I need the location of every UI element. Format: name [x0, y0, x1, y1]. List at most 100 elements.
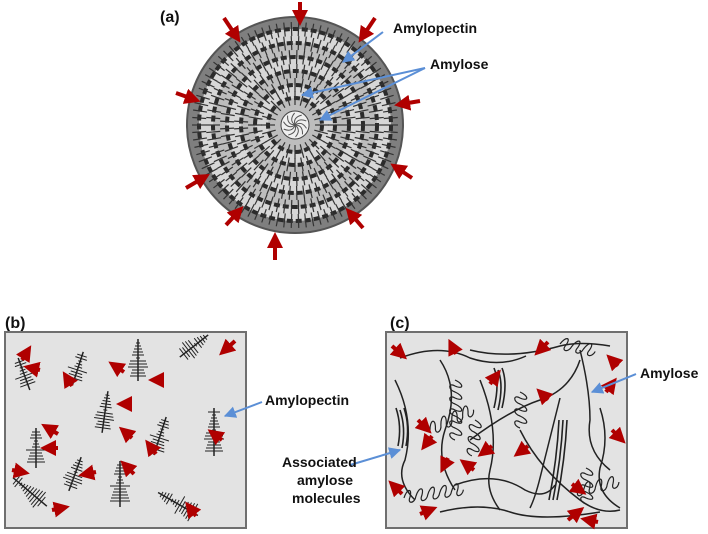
radial-cluster [253, 79, 264, 91]
radial-cluster [198, 156, 213, 163]
amylose-bundle-strand [501, 367, 506, 409]
red-arrow [51, 501, 70, 518]
radial-cluster [243, 91, 256, 100]
amylose-helix [429, 405, 475, 433]
red-arrow [419, 505, 438, 521]
amylose-chain [519, 429, 621, 512]
radial-cluster [302, 50, 306, 65]
radial-cluster [325, 135, 340, 142]
amylose-helix [466, 419, 482, 457]
hilum-chain [294, 114, 302, 126]
radial-cluster [259, 163, 269, 176]
radial-cluster [266, 181, 273, 195]
associated-pointer [349, 447, 402, 466]
radial-cluster [254, 45, 262, 59]
radial-cluster [290, 36, 293, 51]
callout-amylose-a: Amylose [430, 56, 489, 72]
radial-cluster [360, 81, 373, 89]
radial-cluster [280, 65, 286, 80]
radial-cluster [220, 133, 235, 138]
radial-cluster [262, 115, 276, 121]
radial-cluster [246, 171, 257, 183]
radial-cluster [246, 67, 257, 79]
amylose-bundle-strand [552, 419, 564, 501]
radial-cluster [227, 151, 241, 160]
red-arrow [566, 507, 585, 524]
radial-cluster [261, 42, 268, 56]
amylose-helix [449, 379, 463, 441]
red-arrow [421, 432, 438, 451]
amylopectin-pointer [342, 31, 384, 63]
amylose-pointer-2 [318, 67, 426, 121]
radial-cluster [217, 81, 230, 89]
radial-cluster [335, 94, 349, 103]
radial-cluster [314, 182, 321, 197]
radial-cluster [241, 184, 251, 197]
radial-cluster [273, 67, 280, 82]
hilum-chain [294, 119, 307, 126]
radial-cluster [222, 139, 237, 145]
radial-cluster [275, 212, 280, 227]
radial-cluster [225, 68, 238, 79]
radial-cluster [332, 88, 345, 98]
radial-cluster [220, 166, 234, 176]
radial-cluster [273, 183, 279, 198]
radial-cluster [248, 116, 263, 120]
radial-cluster [297, 199, 300, 214]
radial-cluster [266, 55, 273, 69]
radial-cluster [351, 193, 362, 205]
radial-cluster [354, 136, 369, 141]
radial-cluster [259, 178, 267, 192]
radial-cluster [350, 94, 364, 102]
radial-cluster [231, 84, 244, 93]
radial-cluster [235, 133, 249, 138]
red-arrow [390, 163, 414, 180]
radial-cluster [264, 88, 275, 101]
callout-associated-line2: amylose [297, 472, 353, 488]
radial-cluster [240, 36, 250, 50]
red-arrow [568, 478, 587, 495]
radial-cluster [352, 142, 367, 149]
radial-cluster [335, 169, 347, 181]
radial-cluster [241, 53, 251, 66]
radial-cluster [235, 77, 248, 88]
amylose-helix [403, 483, 465, 503]
radial-cluster [288, 185, 291, 200]
radial-cluster [288, 171, 292, 186]
radial-cluster [335, 69, 347, 81]
amylose-bundle-strand [395, 407, 401, 447]
radial-cluster [365, 178, 377, 189]
radial-cluster [206, 116, 221, 120]
radial-cluster [347, 154, 361, 163]
red-arrow [15, 345, 32, 364]
radial-cluster [303, 199, 307, 214]
starch-granule [186, 16, 404, 234]
radial-cluster [316, 39, 322, 54]
hilum-chain [294, 124, 303, 135]
radial-cluster [355, 130, 370, 134]
radial-cluster [323, 100, 337, 110]
radial-cluster [224, 97, 239, 105]
radial-cluster [331, 64, 341, 77]
radial-cluster [208, 101, 223, 107]
radial-cluster [335, 33, 343, 47]
amylose-bundle-strand [403, 407, 409, 447]
radial-cluster [223, 188, 234, 200]
amylose-helix [559, 338, 596, 357]
radial-cluster [341, 130, 356, 134]
radial-cluster [248, 130, 263, 134]
callout-amylopectin-b: Amylopectin [265, 392, 349, 408]
granule-hilum [280, 110, 310, 140]
radial-cluster [308, 184, 313, 199]
radial-cluster [268, 39, 274, 54]
radial-cluster [286, 157, 290, 172]
radial-cluster [208, 143, 223, 149]
red-arrow [536, 388, 554, 406]
radial-cluster [335, 203, 343, 217]
amylopectin-cluster [12, 476, 48, 508]
radial-cluster [283, 36, 287, 51]
hilum-chain [283, 124, 296, 131]
radial-cluster [363, 155, 377, 163]
radial-cluster [346, 40, 356, 53]
red-arrow [484, 369, 501, 388]
